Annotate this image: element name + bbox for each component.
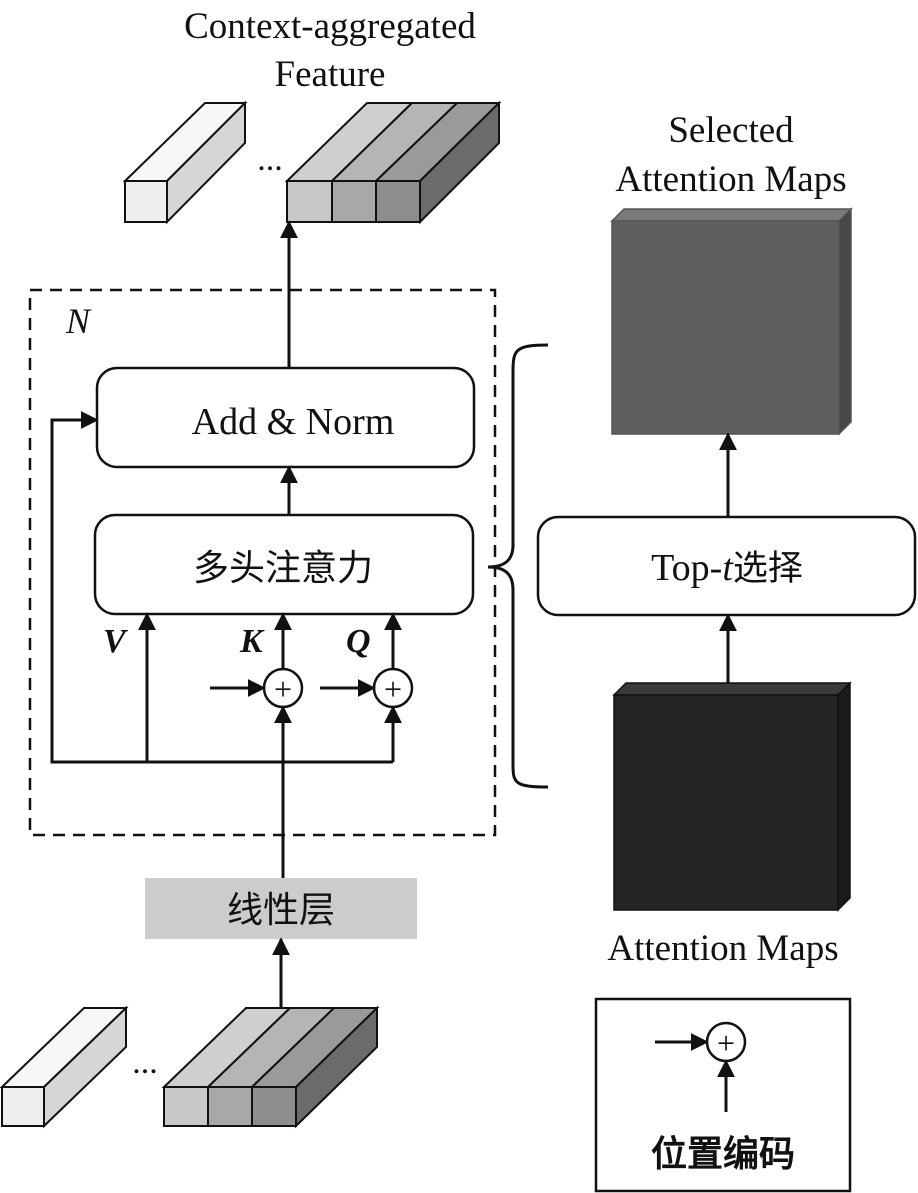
output-token-single bbox=[122, 100, 248, 225]
multi-head-attention-label: 多头注意力 bbox=[193, 548, 373, 589]
legend-plus-symbol: + bbox=[717, 1025, 735, 1061]
top-t-prefix: Top- bbox=[651, 547, 722, 589]
attention-maps-label: Attention Maps bbox=[607, 928, 838, 969]
q-label: Q bbox=[346, 623, 371, 660]
legend-position-encoding-label: 位置编码 bbox=[651, 1134, 795, 1175]
input-token-stack bbox=[161, 1005, 380, 1129]
output-ellipsis: ... bbox=[257, 141, 283, 178]
top-t-suffix: 选择 bbox=[733, 549, 803, 589]
curly-brace bbox=[487, 343, 549, 789]
output-token-stack bbox=[284, 100, 502, 225]
selected-maps-label-line1: Selected bbox=[668, 110, 794, 151]
block-repeat-label: N bbox=[65, 301, 92, 341]
input-ellipsis: ... bbox=[132, 1044, 158, 1081]
k-label: K bbox=[239, 623, 265, 660]
v-label: V bbox=[103, 623, 128, 660]
output-feature-label-line1: Context-aggregated bbox=[184, 6, 476, 47]
selected-maps-label-line2: Attention Maps bbox=[615, 159, 846, 200]
top-t-selection-label: Top-t选择 bbox=[651, 547, 803, 589]
encoder-block-frame bbox=[28, 288, 497, 837]
input-token-single bbox=[0, 1005, 129, 1129]
selected-attention-map bbox=[610, 207, 853, 436]
linear-layer-box bbox=[145, 878, 417, 939]
attention-maps-cube bbox=[612, 681, 852, 912]
q-plus-symbol: + bbox=[384, 671, 402, 707]
k-plus-symbol: + bbox=[274, 671, 292, 707]
add-norm-label: Add & Norm bbox=[192, 401, 395, 443]
linear-layer-label: 线性层 bbox=[227, 890, 335, 931]
output-feature-label-line2: Feature bbox=[275, 54, 386, 95]
top-t-variable: t bbox=[722, 547, 734, 589]
